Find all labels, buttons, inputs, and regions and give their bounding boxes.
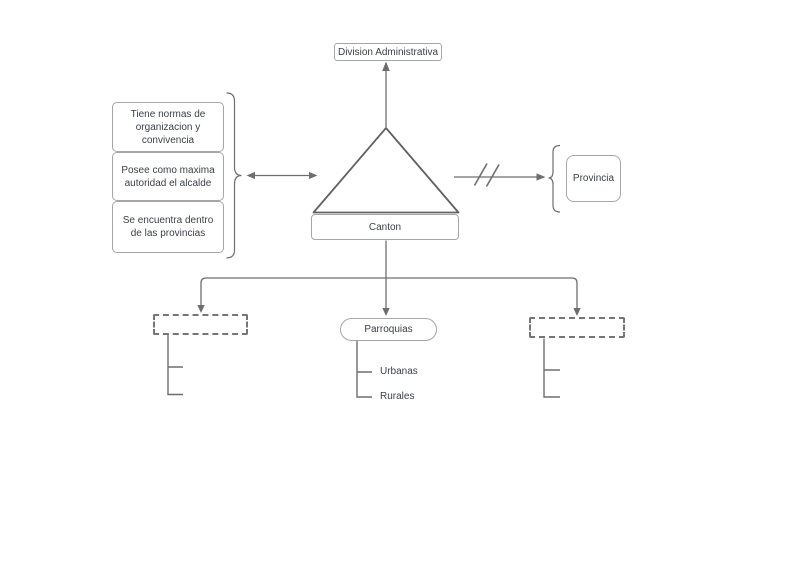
- double-slash-icon: [473, 163, 500, 187]
- parroquias-tree-lines: [356, 341, 372, 398]
- note-provincias[interactable]: Se encuentra dentro de las provincias: [112, 201, 224, 253]
- right-arrow-head-icon: [573, 308, 581, 316]
- canton-node[interactable]: Canton: [311, 214, 459, 240]
- left-arrow-head-icon: [197, 305, 205, 313]
- note-alcalde[interactable]: Posee como maxima autoridad el alcalde: [112, 152, 224, 201]
- double-arrow-left-head-icon: [246, 171, 255, 180]
- division-administrativa-label: Division Administrativa: [337, 46, 439, 58]
- up-arrow-head-icon: [382, 61, 390, 71]
- parroquias-node[interactable]: Parroquias: [340, 318, 437, 341]
- double-arrow-right-head-icon: [309, 171, 318, 180]
- notes-brace-icon: [226, 92, 242, 259]
- parroquias-arrow-head-icon: [382, 308, 390, 316]
- dashed-node-left[interactable]: [153, 314, 248, 335]
- provincia-brace-icon: [548, 144, 561, 213]
- canton-to-left-line: [200, 277, 386, 306]
- provincia-label: Provincia: [572, 173, 615, 184]
- parroquias-label: Parroquias: [364, 324, 413, 335]
- rurales-label: Rurales: [380, 391, 415, 402]
- division-administrativa-node[interactable]: Division Administrativa: [334, 43, 442, 61]
- dashed-node-right[interactable]: [529, 317, 625, 338]
- note-provincias-label: Se encuentra dentro de las provincias: [122, 215, 214, 239]
- canton-label: Canton: [368, 221, 402, 233]
- urbanas-label: Urbanas: [380, 366, 418, 377]
- canton-triangle-shape[interactable]: [312, 127, 460, 214]
- provincia-node[interactable]: Provincia: [566, 155, 621, 202]
- broken-link-arrow-head-icon: [536, 173, 546, 181]
- left-tree-lines: [167, 334, 183, 396]
- canton-to-right-line: [386, 277, 578, 309]
- note-alcalde-label: Posee como maxima autoridad el alcalde: [121, 164, 215, 189]
- note-normas[interactable]: Tiene normas de organizacion y convivenc…: [112, 102, 224, 152]
- note-normas-label: Tiene normas de organizacion y convivenc…: [130, 108, 206, 146]
- right-tree-lines: [543, 338, 560, 398]
